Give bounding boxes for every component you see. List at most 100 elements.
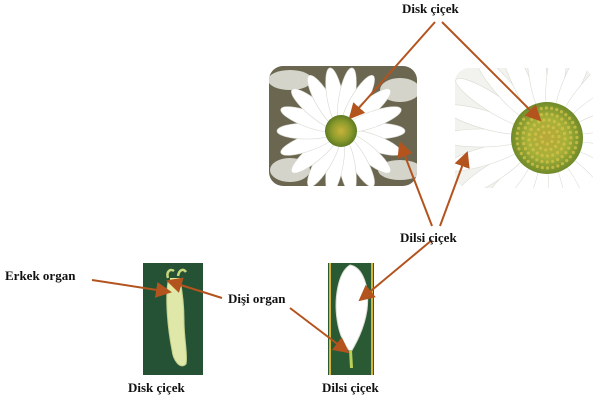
floret-dot xyxy=(561,162,564,165)
floret-dot xyxy=(565,159,568,162)
floret-dot xyxy=(541,140,544,143)
floret-dot xyxy=(522,142,525,145)
ray-floret-photo xyxy=(328,263,374,375)
floret-dot xyxy=(540,160,543,163)
floret-dot xyxy=(535,143,538,146)
floret-dot xyxy=(552,126,555,129)
floret-dot xyxy=(546,154,549,157)
floret-dot xyxy=(540,113,543,116)
floret-dot xyxy=(563,137,566,140)
floret-dot xyxy=(573,126,576,129)
floret-dot xyxy=(561,127,564,130)
floret-dot xyxy=(536,152,539,155)
floret-dot xyxy=(551,153,554,156)
floret-dot xyxy=(572,151,575,154)
floret-dot xyxy=(560,147,563,150)
daisy-photo-1 xyxy=(268,66,422,195)
floret-dot xyxy=(541,154,544,157)
floret-dot xyxy=(526,122,529,125)
floret-dot xyxy=(532,148,535,151)
floret-dot xyxy=(569,136,572,139)
floret-dot xyxy=(540,107,543,110)
floret-dot xyxy=(546,166,549,169)
floret-dot xyxy=(557,140,560,143)
floret-dot xyxy=(522,118,525,121)
floret-dot xyxy=(550,107,553,110)
floret-dot xyxy=(524,147,527,150)
floret-dot xyxy=(528,133,531,136)
floret-dot xyxy=(520,152,523,155)
floret-dot xyxy=(551,160,554,163)
floret-dot xyxy=(569,155,572,158)
floret-dot xyxy=(564,121,567,124)
floret-dot xyxy=(550,113,553,116)
disk-floret-photo xyxy=(143,263,203,375)
floret-dot xyxy=(560,110,563,113)
floret-dot xyxy=(569,131,572,134)
floret-dot xyxy=(549,148,552,151)
floret-dot xyxy=(517,147,520,150)
floret-dot xyxy=(527,160,530,163)
floret-dot xyxy=(548,131,551,134)
floret-dot xyxy=(571,121,574,124)
floret-dot xyxy=(557,135,560,138)
floret-dot xyxy=(516,142,519,145)
floret-dot xyxy=(545,112,548,115)
floret-dot xyxy=(541,125,544,128)
floret-dot xyxy=(542,131,545,134)
floret-dot xyxy=(539,135,542,138)
floret-dot xyxy=(575,141,578,144)
floret-dot xyxy=(537,128,540,131)
ray-floret-label-bottom: Dilsi çiçek xyxy=(322,381,379,394)
floret-dot xyxy=(529,143,532,146)
floret-dot xyxy=(564,113,567,116)
daisy-photo-2 xyxy=(439,30,595,246)
floret-dot xyxy=(561,155,564,158)
floret-dot xyxy=(568,117,571,120)
floret-dot xyxy=(531,163,534,166)
floret-dot xyxy=(548,119,551,122)
floret-dot xyxy=(575,131,578,134)
floret-dot xyxy=(530,118,533,121)
floret-dot xyxy=(555,108,558,111)
floret-dot xyxy=(515,137,518,140)
floret-dot xyxy=(567,126,570,129)
floret-dot xyxy=(544,148,547,151)
floret-dot xyxy=(569,141,572,144)
floret-dot xyxy=(537,120,540,123)
floret-dot xyxy=(527,138,530,141)
floret-dot xyxy=(551,135,554,138)
floret-dot xyxy=(531,155,534,158)
floret-dot xyxy=(551,166,554,169)
floret-dot xyxy=(533,138,536,141)
floret-dot xyxy=(535,108,538,111)
disk-floret-label-top: Disk çiçek xyxy=(402,2,459,15)
floret-dot xyxy=(564,151,567,154)
floret-dot xyxy=(535,158,538,161)
floret-dot xyxy=(519,122,522,125)
pistil-label: Dişi organ xyxy=(228,292,285,305)
floret-dot xyxy=(521,137,524,140)
floret-dot xyxy=(524,126,527,129)
floret-dot xyxy=(527,152,530,155)
floret-dot xyxy=(563,132,566,135)
floret-dot xyxy=(542,119,545,122)
floret-dot xyxy=(536,165,539,168)
floret-dot xyxy=(556,115,559,118)
floret-dot xyxy=(562,143,565,146)
floret-dot xyxy=(574,146,577,149)
ray-floret-label-mid: Dilsi çiçek xyxy=(400,231,457,244)
floret-dot xyxy=(546,160,549,163)
floret-dot xyxy=(547,124,550,127)
floret-dot xyxy=(545,106,548,109)
floret-dot xyxy=(523,156,526,159)
floret-dot xyxy=(556,151,559,154)
floret-dot xyxy=(522,131,525,134)
floret-dot xyxy=(567,147,570,150)
disk-floret-label-bottom: Disk çiçek xyxy=(128,381,185,394)
floret-dot xyxy=(557,123,560,126)
floret-dot xyxy=(556,158,559,161)
floret-dot xyxy=(560,117,563,120)
floret-dot xyxy=(517,127,520,130)
